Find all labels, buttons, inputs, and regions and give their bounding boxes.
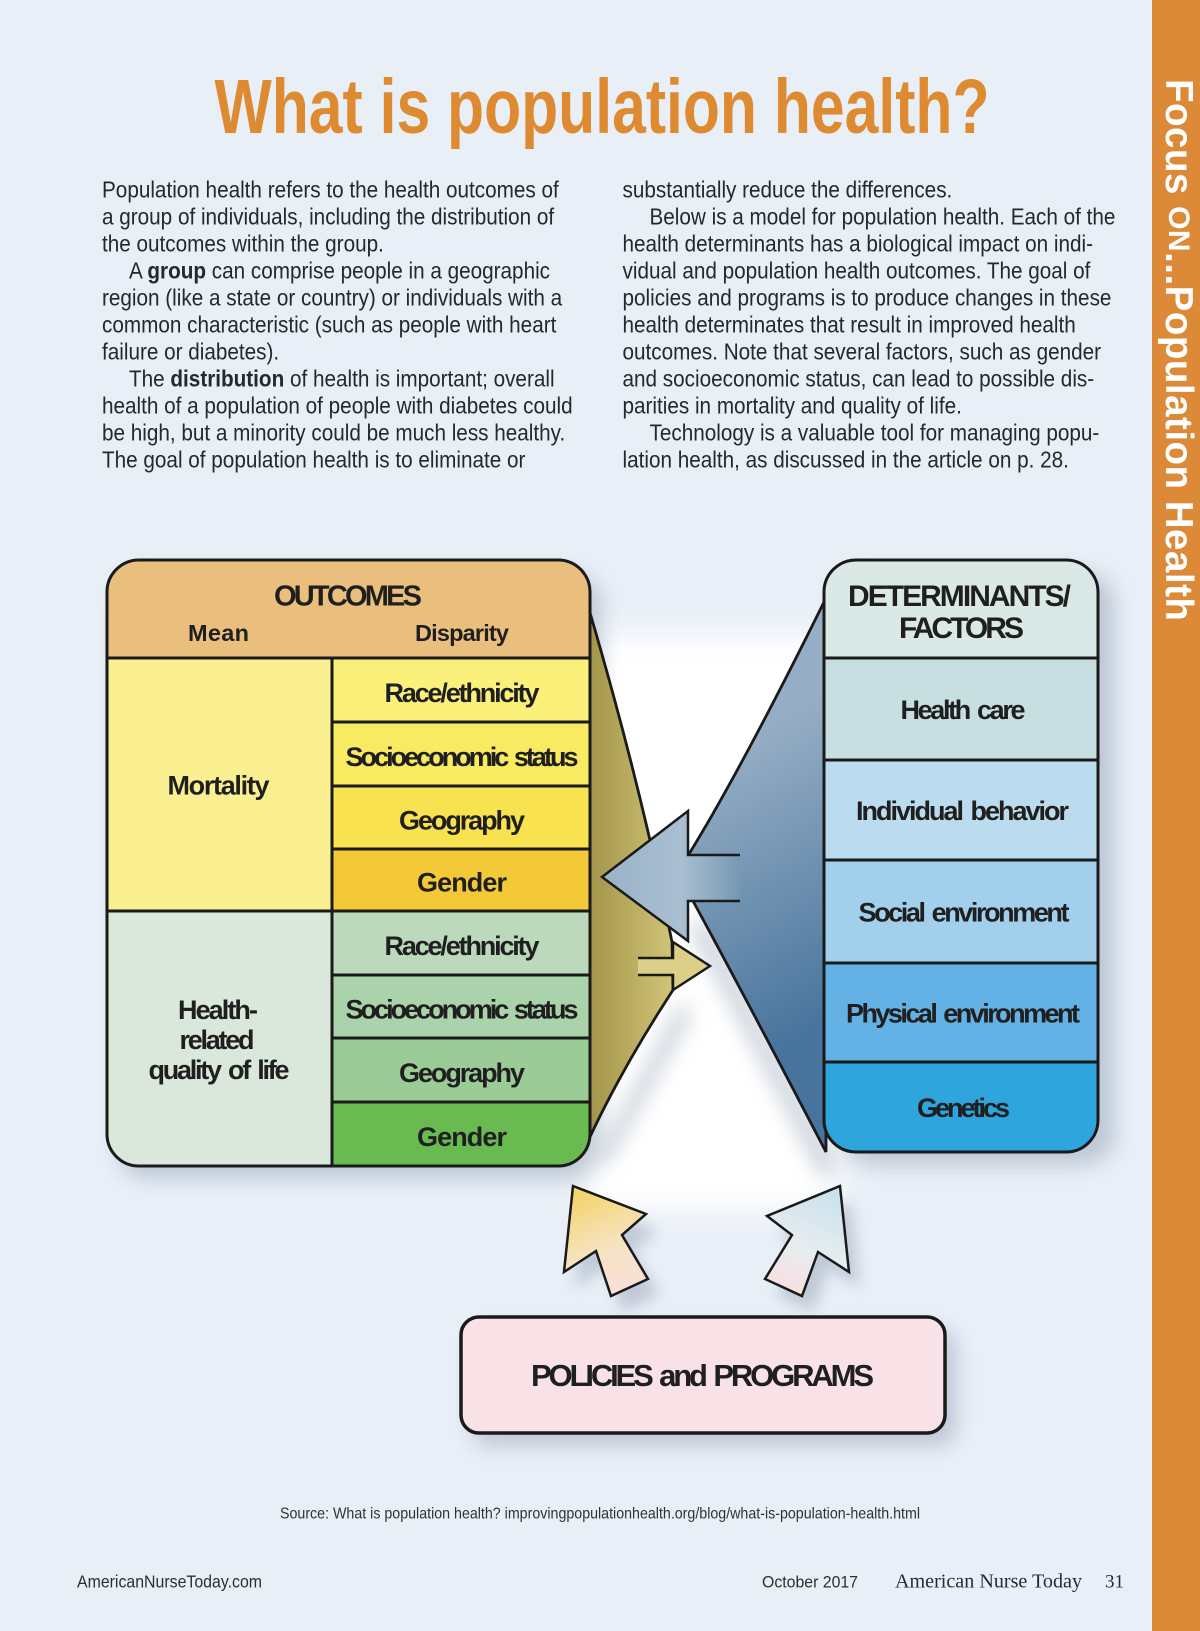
svg-text:Technology is a valuable tool: Technology is a valuable tool for managi…: [650, 419, 1100, 445]
svg-text:Health-: Health-: [178, 995, 258, 1025]
svg-text:Population health refers to th: Population health refers to the health o…: [102, 176, 560, 202]
svg-text:Source: What is population hea: Source: What is population health? impro…: [280, 1506, 920, 1523]
svg-text:substantially reduce the diffe: substantially reduce the differences.: [623, 176, 953, 202]
svg-text:31: 31: [1105, 1572, 1124, 1593]
svg-text:Mortality: Mortality: [168, 771, 270, 801]
svg-text:What is population health?: What is population health?: [215, 64, 990, 150]
svg-text:a group of individuals, includ: a group of individuals, including the di…: [102, 203, 555, 229]
svg-text:outcomes. Note that several fa: outcomes. Note that several factors, suc…: [623, 338, 1102, 364]
svg-text:POLICIES and PROGRAMS: POLICIES and PROGRAMS: [531, 1358, 874, 1393]
svg-text:failure or diabetes).: failure or diabetes).: [102, 338, 279, 364]
svg-text:Social environment: Social environment: [859, 898, 1070, 928]
svg-text:Race/ethnicity: Race/ethnicity: [385, 931, 540, 961]
svg-text:quality of life: quality of life: [149, 1055, 290, 1085]
svg-text:DETERMINANTS/: DETERMINANTS/: [848, 580, 1072, 613]
svg-text:A group can comprise people in: A group can comprise people in a geograp…: [129, 257, 550, 283]
svg-text:lation health, as discussed in: lation health, as discussed in the artic…: [623, 446, 1069, 472]
svg-text:OUTCOMES: OUTCOMES: [274, 581, 422, 613]
svg-text:vidual and population health o: vidual and population health outcomes. T…: [623, 257, 1092, 283]
svg-text:Mean: Mean: [188, 620, 249, 646]
svg-text:health of a population of peop: health of a population of people with di…: [102, 392, 573, 418]
svg-text:health determinates that resul: health determinates that result in impro…: [623, 311, 1076, 337]
svg-text:region (like a state or countr: region (like a state or country) or indi…: [102, 284, 563, 310]
svg-text:Below is a model for populatio: Below is a model for population health. …: [650, 203, 1116, 229]
svg-text:be high, but a minority could: be high, but a minority could be much le…: [102, 419, 565, 445]
svg-text:health determinants has a biol: health determinants has a biological imp…: [623, 230, 1094, 256]
svg-text:Socioeconomic status: Socioeconomic status: [346, 742, 579, 772]
svg-text:and socioeconomic status, can: and socioeconomic status, can lead to po…: [623, 365, 1095, 391]
svg-text:AmericanNurseToday.com: AmericanNurseToday.com: [77, 1572, 262, 1592]
svg-text:Race/ethnicity: Race/ethnicity: [385, 678, 540, 708]
svg-text:FACTORS: FACTORS: [899, 612, 1024, 645]
svg-text:the outcomes within the group.: the outcomes within the group.: [102, 230, 384, 256]
svg-text:Health care: Health care: [901, 695, 1026, 725]
svg-text:Gender: Gender: [417, 1122, 507, 1152]
svg-text:related: related: [180, 1025, 255, 1055]
svg-text:Disparity: Disparity: [415, 620, 509, 646]
svg-text:policies and programs is to pr: policies and programs is to produce chan…: [623, 284, 1112, 310]
svg-text:parities in mortality and qual: parities in mortality and quality of lif…: [623, 392, 962, 418]
svg-text:common characteristic (such as: common characteristic (such as people wi…: [102, 311, 556, 337]
svg-text:Gender: Gender: [417, 868, 507, 898]
svg-text:The distribution of health is: The distribution of health is important;…: [129, 365, 555, 391]
svg-text:Socioeconomic status: Socioeconomic status: [346, 995, 579, 1025]
svg-text:Individual behavior: Individual behavior: [856, 796, 1069, 826]
svg-text:Geography: Geography: [399, 1058, 525, 1088]
svg-text:Genetics: Genetics: [917, 1093, 1010, 1123]
svg-text:Physical environment: Physical environment: [846, 999, 1080, 1029]
svg-text:The goal of population health: The goal of population health is to elim…: [102, 446, 525, 472]
svg-text:American Nurse Today: American Nurse Today: [895, 1571, 1082, 1593]
svg-text:October 2017: October 2017: [762, 1573, 858, 1592]
svg-text:Geography: Geography: [399, 806, 525, 836]
